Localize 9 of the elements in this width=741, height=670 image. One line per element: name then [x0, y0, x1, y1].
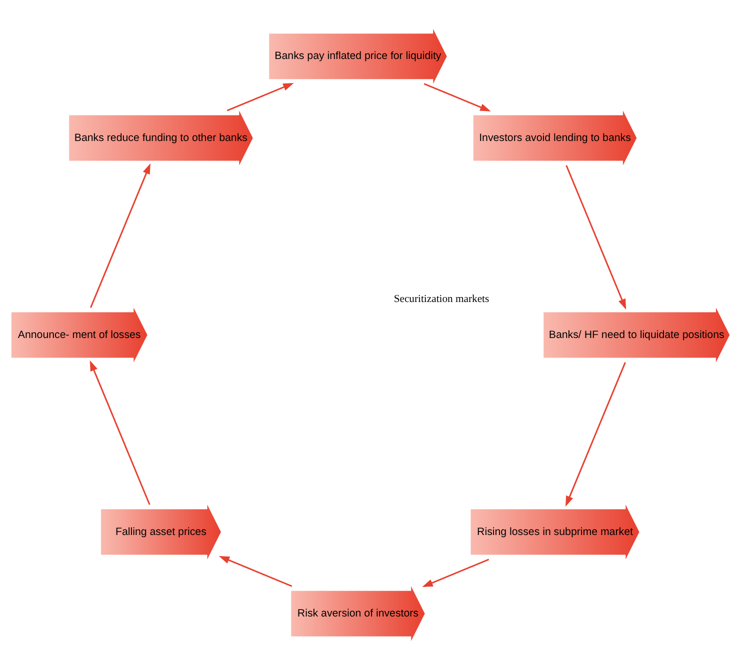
arrow — [90, 360, 150, 505]
arrow — [218, 556, 292, 587]
arrow — [565, 362, 626, 507]
node-text: Securitization markets — [394, 294, 490, 306]
arrow — [226, 82, 294, 112]
arrow — [566, 165, 626, 310]
arrow — [90, 163, 150, 308]
arrow — [422, 558, 490, 588]
arrow — [424, 83, 491, 112]
